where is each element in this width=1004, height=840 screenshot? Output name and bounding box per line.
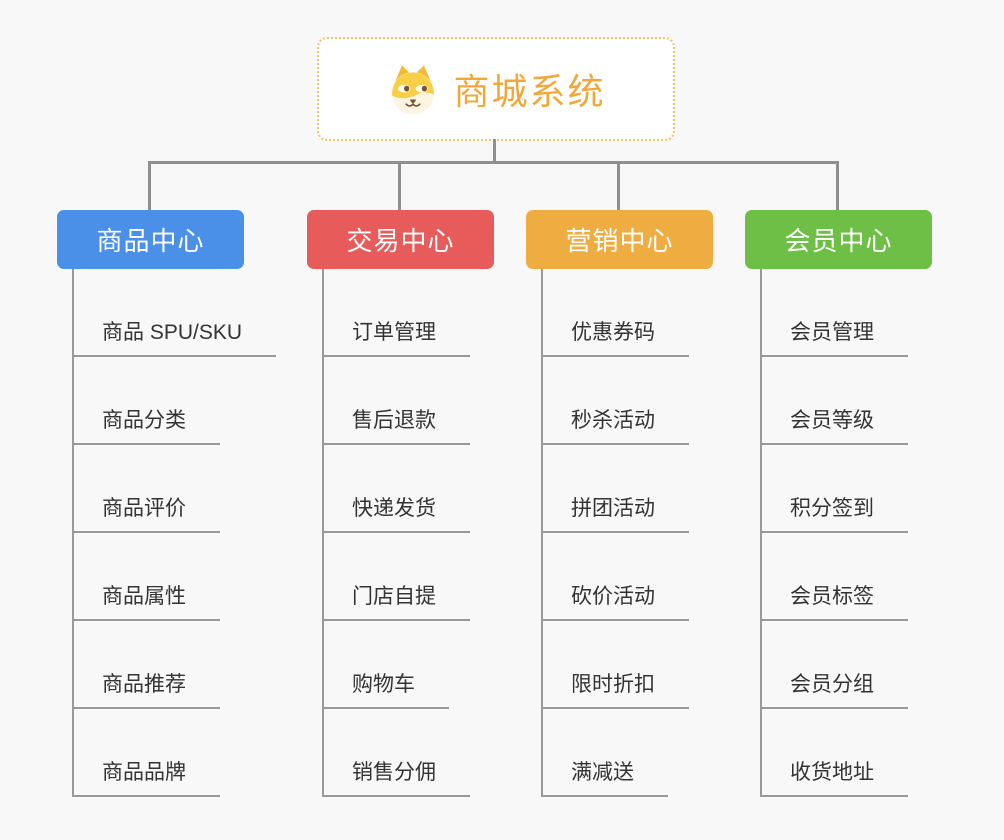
leaf-label: 销售分佣	[324, 756, 470, 797]
leaf-node[interactable]: 购物车	[324, 621, 470, 709]
leaf-label: 限时折扣	[543, 668, 689, 709]
leaf-node[interactable]: 商品属性	[74, 533, 276, 621]
leaf-node[interactable]: 满减送	[543, 709, 689, 797]
leaf-node[interactable]: 订单管理	[324, 269, 470, 357]
leaf-label: 商品推荐	[74, 668, 220, 709]
connector-drop-products	[148, 161, 151, 211]
connector-bus	[148, 161, 839, 164]
leaf-node[interactable]: 收货地址	[762, 709, 908, 797]
leaf-label: 秒杀活动	[543, 404, 689, 445]
leaf-node[interactable]: 拼团活动	[543, 445, 689, 533]
leaf-label: 会员等级	[762, 404, 908, 445]
leaf-node[interactable]: 会员管理	[762, 269, 908, 357]
leaf-label: 快递发货	[324, 492, 470, 533]
connector-drop-marketing	[617, 161, 620, 211]
leaf-label: 会员标签	[762, 580, 908, 621]
leaf-node[interactable]: 积分签到	[762, 445, 908, 533]
leaf-label: 商品属性	[74, 580, 220, 621]
leaf-node[interactable]: 会员分组	[762, 621, 908, 709]
leaf-node[interactable]: 限时折扣	[543, 621, 689, 709]
leaf-label: 满减送	[543, 756, 668, 797]
leaf-node[interactable]: 门店自提	[324, 533, 470, 621]
connector-root-drop	[493, 139, 496, 163]
leaf-label: 会员分组	[762, 668, 908, 709]
leaf-label: 商品品牌	[74, 756, 220, 797]
leaf-node[interactable]: 快递发货	[324, 445, 470, 533]
branch-node-marketing-center[interactable]: 营销中心	[526, 210, 713, 269]
root-title: 商城系统	[453, 71, 606, 112]
leaf-node[interactable]: 商品品牌	[74, 709, 276, 797]
leaf-list-marketing-center: 优惠券码 秒杀活动 拼团活动 砍价活动 限时折扣 满减送	[541, 269, 689, 797]
leaf-node[interactable]: 商品推荐	[74, 621, 276, 709]
leaf-node[interactable]: 会员等级	[762, 357, 908, 445]
branch-node-trade-center[interactable]: 交易中心	[307, 210, 494, 269]
dog-face-icon	[392, 65, 435, 115]
leaf-label: 砍价活动	[543, 580, 689, 621]
leaf-node[interactable]: 销售分佣	[324, 709, 470, 797]
leaf-label: 收货地址	[762, 756, 908, 797]
leaf-label: 会员管理	[762, 316, 908, 357]
leaf-node[interactable]: 商品分类	[74, 357, 276, 445]
leaf-label: 购物车	[324, 668, 449, 709]
root-node-mall-system[interactable]: 商城系统	[317, 37, 675, 141]
leaf-label: 商品分类	[74, 404, 220, 445]
leaf-node[interactable]: 售后退款	[324, 357, 470, 445]
branch-node-member-center[interactable]: 会员中心	[745, 210, 932, 269]
leaf-label: 商品 SPU/SKU	[74, 316, 277, 357]
connector-drop-members	[836, 161, 839, 211]
leaf-node[interactable]: 会员标签	[762, 533, 908, 621]
leaf-label: 商品评价	[74, 492, 220, 533]
leaf-node[interactable]: 砍价活动	[543, 533, 689, 621]
leaf-label: 售后退款	[324, 404, 470, 445]
leaf-node[interactable]: 优惠券码	[543, 269, 689, 357]
leaf-node[interactable]: 秒杀活动	[543, 357, 689, 445]
branch-node-product-center[interactable]: 商品中心	[57, 210, 244, 269]
leaf-label: 优惠券码	[543, 316, 689, 357]
leaf-label: 门店自提	[324, 580, 470, 621]
leaf-label: 订单管理	[324, 316, 470, 357]
leaf-list-product-center: 商品 SPU/SKU 商品分类 商品评价 商品属性 商品推荐 商品品牌	[72, 269, 277, 797]
leaf-node[interactable]: 商品评价	[74, 445, 276, 533]
leaf-list-trade-center: 订单管理 售后退款 快递发货 门店自提 购物车 销售分佣	[322, 269, 470, 797]
leaf-label: 拼团活动	[543, 492, 689, 533]
leaf-label: 积分签到	[762, 492, 908, 533]
leaf-list-member-center: 会员管理 会员等级 积分签到 会员标签 会员分组 收货地址	[760, 269, 908, 797]
leaf-node[interactable]: 商品 SPU/SKU	[74, 269, 277, 357]
connector-drop-trade	[398, 161, 401, 211]
